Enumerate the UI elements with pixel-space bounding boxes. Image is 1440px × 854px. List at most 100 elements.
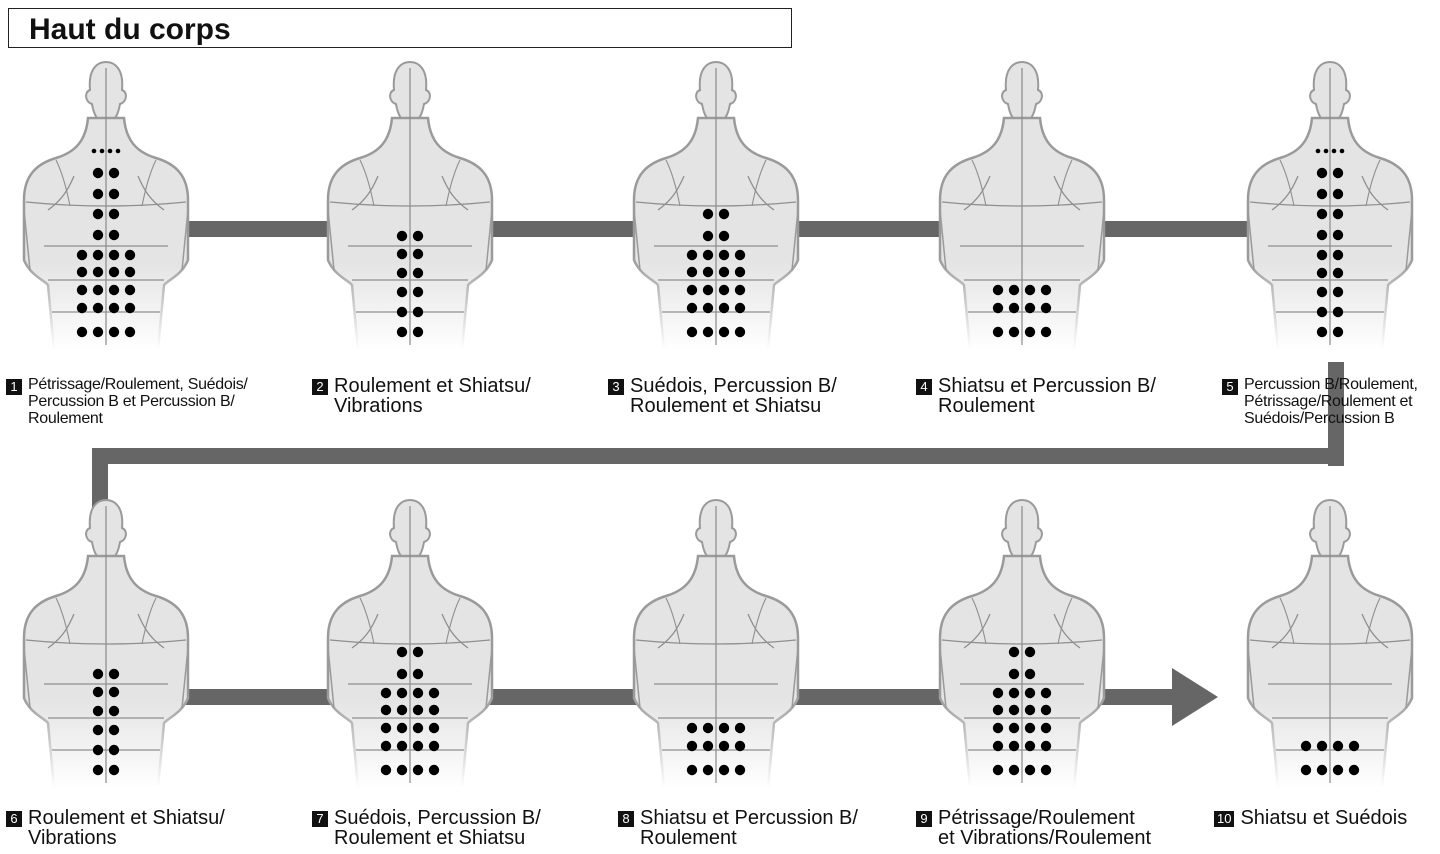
massage-point-dot [1008, 646, 1020, 658]
massage-point-dot [718, 326, 730, 338]
massage-point-dot [412, 646, 424, 658]
connector-right-down [1328, 362, 1344, 466]
massage-point-dot [1040, 302, 1052, 314]
step-caption-text: Percussion B/Roulement, Pétrissage/Roule… [1244, 376, 1418, 427]
shoulder-left [665, 597, 681, 645]
massage-point-dot [108, 744, 120, 756]
massage-point-dot [108, 188, 120, 200]
shoulder-left [971, 597, 987, 645]
massage-point-dot [1332, 326, 1344, 338]
massage-point-dot [380, 740, 392, 752]
massage-point-dot [1008, 764, 1020, 776]
massage-point-dot [1024, 284, 1036, 296]
massage-point-dot [76, 284, 88, 296]
massage-point-dot [76, 326, 88, 338]
arm-left [633, 209, 641, 271]
massage-point-dot [380, 687, 392, 699]
massage-point-dot [1300, 740, 1312, 752]
scapula-left [1271, 175, 1299, 211]
massage-point-dot [412, 248, 424, 260]
massage-point-dot [396, 704, 408, 716]
scapula-right [747, 613, 775, 649]
massage-point-dot [428, 687, 440, 699]
massage-point-dot [1332, 188, 1344, 200]
scapula-left [351, 175, 379, 211]
massage-point-dot [412, 230, 424, 242]
massage-point-dot [1008, 740, 1020, 752]
step-caption-text: Roulement et Shiatsu/ Vibrations [334, 375, 531, 417]
massage-point-dot [734, 284, 746, 296]
massage-point-dot [108, 249, 120, 261]
muscle-line [941, 201, 1103, 207]
massage-point-dot [396, 740, 408, 752]
massage-point-dot [92, 229, 104, 241]
massage-point-dot [108, 266, 120, 278]
scapula-right [1361, 613, 1389, 649]
neck-dot [115, 148, 121, 154]
massage-point-dot [76, 266, 88, 278]
body-figure-9 [938, 498, 1106, 790]
arm-left [1247, 647, 1255, 709]
massage-point-dot [412, 286, 424, 298]
massage-point-dot [428, 764, 440, 776]
scapula-left [657, 613, 685, 649]
shoulder-right [445, 159, 461, 207]
massage-point-dot [412, 687, 424, 699]
arm-right [1097, 647, 1105, 709]
arm-left [327, 209, 335, 271]
massage-point-dot [124, 326, 136, 338]
massage-point-dot [718, 764, 730, 776]
massage-point-dot [1316, 306, 1328, 318]
shoulder-right [445, 597, 461, 645]
massage-point-dot [1332, 286, 1344, 298]
massage-point-dot [734, 249, 746, 261]
scapula-right [1053, 175, 1081, 211]
massage-point-dot [1316, 249, 1328, 261]
massage-point-dot [108, 302, 120, 314]
massage-point-dot [92, 266, 104, 278]
massage-point-dot [92, 668, 104, 680]
muscle-line [329, 639, 491, 645]
massage-point-dot [124, 266, 136, 278]
massage-point-dot [124, 302, 136, 314]
scapula-right [441, 613, 469, 649]
massage-point-dot [702, 722, 714, 734]
step-number-badge: 2 [312, 379, 328, 395]
step-caption-5: 5 Percussion B/Roulement, Pétrissage/Roul… [1222, 376, 1418, 427]
shoulder-left [1279, 159, 1295, 207]
muscle-line [1249, 639, 1411, 645]
massage-point-dot [1040, 704, 1052, 716]
arm-left [633, 647, 641, 709]
body-figure-6 [22, 498, 190, 790]
massage-point-dot [396, 248, 408, 260]
muscle-line [329, 201, 491, 207]
massage-point-dot [1024, 722, 1036, 734]
step-number-badge: 5 [1222, 379, 1238, 395]
massage-point-dot [1008, 326, 1020, 338]
massage-point-dot [718, 722, 730, 734]
step-number-badge: 1 [6, 379, 22, 395]
massage-point-dot [734, 722, 746, 734]
massage-point-dot [92, 249, 104, 261]
massage-point-dot [702, 302, 714, 314]
neck-dot [1331, 148, 1337, 154]
title-box: Haut du corps [8, 8, 792, 48]
massage-point-dot [686, 266, 698, 278]
massage-point-dot [1316, 740, 1328, 752]
massage-point-dot [686, 764, 698, 776]
massage-point-dot [718, 284, 730, 296]
arm-right [791, 647, 799, 709]
shoulder-left [665, 159, 681, 207]
massage-point-dot [702, 266, 714, 278]
step-number-badge: 10 [1214, 811, 1235, 827]
massage-point-dot [702, 249, 714, 261]
body-figure-7 [326, 498, 494, 790]
neck-dot [1323, 148, 1329, 154]
massage-point-dot [734, 764, 746, 776]
massage-point-dot [718, 740, 730, 752]
arm-left [23, 647, 31, 709]
